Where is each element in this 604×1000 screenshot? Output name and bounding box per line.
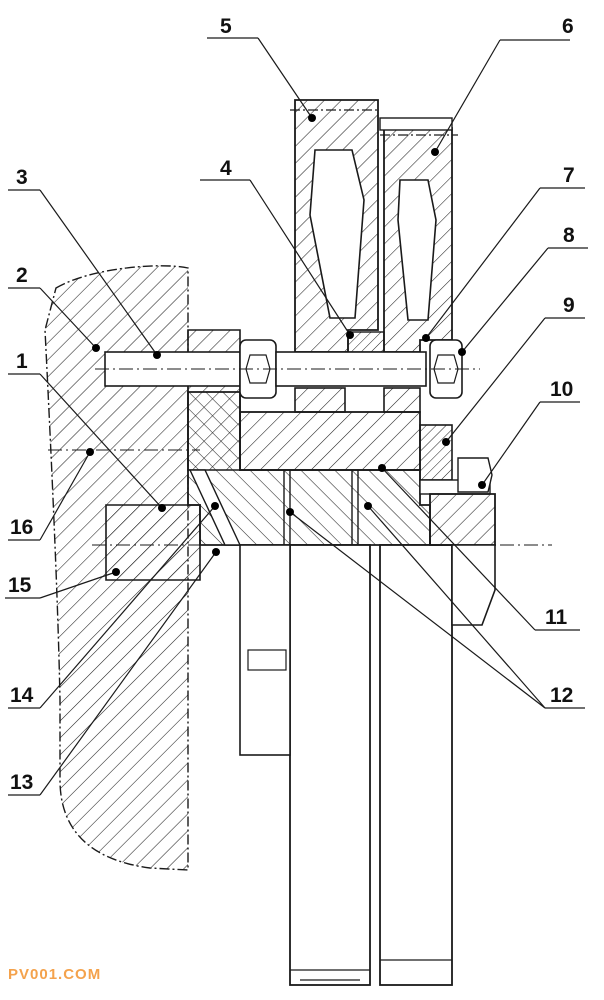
- callout-12: 12: [550, 684, 573, 707]
- gear-bushing: [239, 411, 421, 471]
- end-nut: [451, 544, 496, 626]
- gear-5-rim-lower: [289, 544, 371, 986]
- callout-6: 6: [562, 15, 574, 38]
- callout-15: 15: [8, 574, 32, 597]
- gear-6-web-cut: [397, 179, 437, 321]
- callout-4: 4: [220, 157, 232, 180]
- callout-8: 8: [563, 224, 575, 247]
- gear-5-web-cut: [309, 149, 365, 319]
- gear-6-lower: [383, 387, 421, 413]
- callout-14: 14: [10, 684, 34, 707]
- callout-10: 10: [550, 378, 573, 401]
- retaining-ring-9: [419, 424, 453, 481]
- watermark: PV001.COM: [8, 966, 102, 983]
- housing-hub: [105, 504, 201, 581]
- callout-3: 3: [16, 166, 28, 189]
- callout-7: 7: [563, 164, 575, 187]
- callout-16: 16: [10, 516, 33, 539]
- gear-5-lower: [294, 387, 346, 413]
- callout-9: 9: [563, 294, 575, 317]
- shaft-groove: [247, 649, 287, 671]
- callout-2: 2: [16, 264, 28, 287]
- callout-13: 13: [10, 771, 33, 794]
- end-plate-11: [429, 493, 496, 546]
- callout-1: 1: [16, 350, 28, 373]
- callout-5: 5: [220, 15, 232, 38]
- callout-11: 11: [545, 606, 568, 629]
- gear-6-rim-lower: [379, 544, 453, 986]
